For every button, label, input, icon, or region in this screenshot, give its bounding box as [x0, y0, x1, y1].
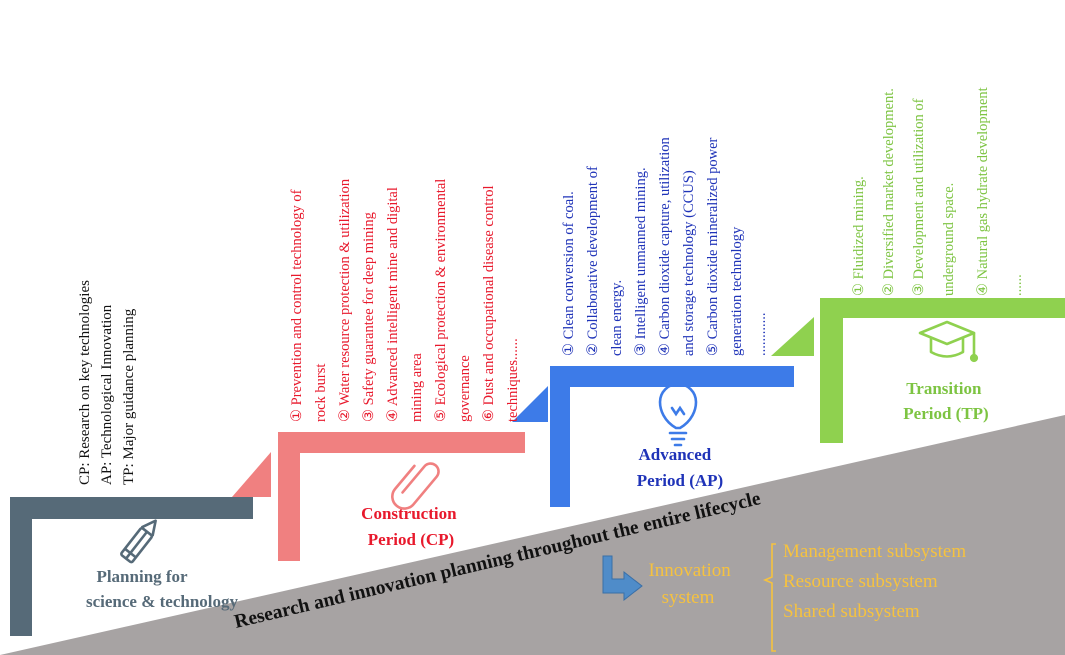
ap-list: ① Clean conversion of coal. ② Collaborat…: [561, 136, 769, 356]
cp-item: ⑥ Dust and occupational disease control: [481, 186, 497, 422]
ap-item: ① Clean conversion of coal.: [561, 191, 577, 356]
pencil-icon: [120, 519, 157, 564]
cp-item: rock burst: [313, 364, 329, 422]
subsystem-management: Management subsystem: [783, 541, 966, 562]
subsystem-resource: Resource subsystem: [783, 571, 938, 592]
cp-item: ② Water resource protection & utilizatio…: [337, 178, 353, 422]
legend-line-ap: AP: Technological Innovation: [99, 304, 115, 485]
tp-list: ① Fluidized mining. ② Diversified market…: [851, 87, 1025, 296]
cp-item: ④ Advanced intelligent mine and digital: [385, 187, 401, 422]
cp-list: ① Prevention and control technology of r…: [289, 178, 521, 422]
planning-bracket: [10, 497, 253, 636]
construction-step: [232, 432, 525, 561]
tp-item: ① Fluidized mining.: [851, 176, 867, 296]
construction-corner: [232, 452, 271, 497]
ap-item: ⑤ Carbon dioxide mineralized power: [705, 137, 721, 356]
transition-bracket: [820, 298, 1065, 443]
advanced-corner: [512, 386, 548, 422]
ap-item: ② Collaborative development of: [585, 166, 601, 356]
subsystem-shared: Shared subsystem: [783, 601, 920, 622]
cp-item: ① Prevention and control technology of: [289, 189, 305, 422]
ap-item: ④ Carbon dioxide capture, utilization: [657, 136, 673, 356]
legend-line-cp: CP: Research on key technologies: [77, 280, 93, 485]
transition-step: [771, 298, 1065, 443]
lightbulb-icon: [658, 382, 698, 447]
legend-lines: CP: Research on key technologies AP: Tec…: [77, 280, 137, 485]
tp-item: ......: [1009, 274, 1025, 296]
advanced-label: Advanced Period (AP): [637, 445, 723, 490]
legend-line-tp: TP: Major guidance planning: [121, 308, 137, 485]
planning-step: [10, 497, 253, 636]
cp-item: ③ Safety guarantee for deep mining: [361, 212, 377, 422]
construction-bracket: [278, 432, 525, 561]
cp-item: ⑤ Ecological protection & environmental: [433, 179, 449, 422]
cp-item: mining area: [409, 353, 425, 422]
ap-item: ............: [753, 313, 769, 357]
transition-label: Transition Period (TP): [903, 379, 988, 423]
subsystem-list: Management subsystem Resource subsystem …: [783, 541, 966, 622]
innovation-label: Innovation system: [648, 560, 735, 608]
ap-item: ③ Intelligent unmanned mining.: [633, 167, 649, 356]
advanced-bracket: [550, 366, 794, 507]
paperclip-icon: [391, 462, 440, 510]
graduation-cap-icon: [918, 320, 979, 363]
tp-item: underground space.: [941, 183, 957, 296]
subsystem-brace: [762, 543, 776, 652]
advanced-step: [512, 366, 794, 507]
tp-item: ④ Natural gas hydrate development: [975, 87, 991, 296]
transition-corner: [771, 317, 814, 356]
construction-label: Construction Period (CP): [361, 504, 461, 549]
ap-item: clean energy.: [609, 280, 625, 356]
innovation-arrow: [602, 555, 643, 602]
tp-item: ② Diversified market development.: [881, 88, 897, 296]
cp-item: governance: [457, 355, 473, 422]
planning-label: Planning for science & technology: [86, 567, 239, 611]
cp-item: techniques......: [505, 338, 521, 422]
tp-item: ③ Development and utilization of: [911, 98, 927, 296]
ap-item: and storage technology (CCUS): [681, 170, 697, 356]
ap-item: generation technology: [729, 226, 745, 356]
base-wedge: [0, 415, 1065, 655]
